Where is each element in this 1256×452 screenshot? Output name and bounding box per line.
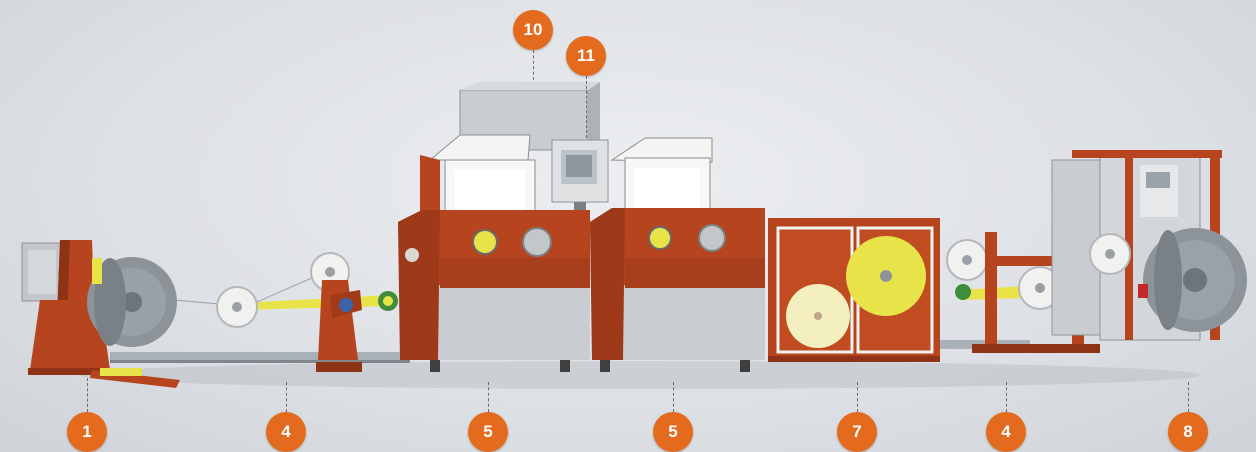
callout-4a-leader (286, 382, 287, 412)
floor-shadow (80, 361, 1200, 389)
takeup-unit (1052, 150, 1247, 340)
callout-8-badge: 8 (1168, 412, 1208, 452)
machine-unit-2 (590, 138, 765, 372)
callout-8-leader (1188, 382, 1189, 412)
callout-5a-leader (488, 382, 489, 412)
callout-7-leader (857, 382, 858, 412)
callout-5b-badge: 5 (653, 412, 693, 452)
callout-11-badge: 11 (566, 36, 606, 76)
reel-cabinet (768, 218, 940, 362)
callout-11-leader (586, 76, 587, 138)
callout-4a-badge: 4 (266, 412, 306, 452)
callout-4b-badge: 4 (986, 412, 1026, 452)
callout-5b-leader (673, 382, 674, 412)
callout-7-badge: 7 (837, 412, 877, 452)
callout-10-badge: 10 (513, 10, 553, 50)
callout-4b-leader (1006, 382, 1007, 412)
payoff-stand (22, 240, 180, 388)
callout-10-leader (533, 50, 534, 80)
callout-5a-badge: 5 (468, 412, 508, 452)
callout-1-leader (87, 378, 88, 412)
control-panel (552, 140, 608, 212)
callout-1-badge: 1 (67, 412, 107, 452)
